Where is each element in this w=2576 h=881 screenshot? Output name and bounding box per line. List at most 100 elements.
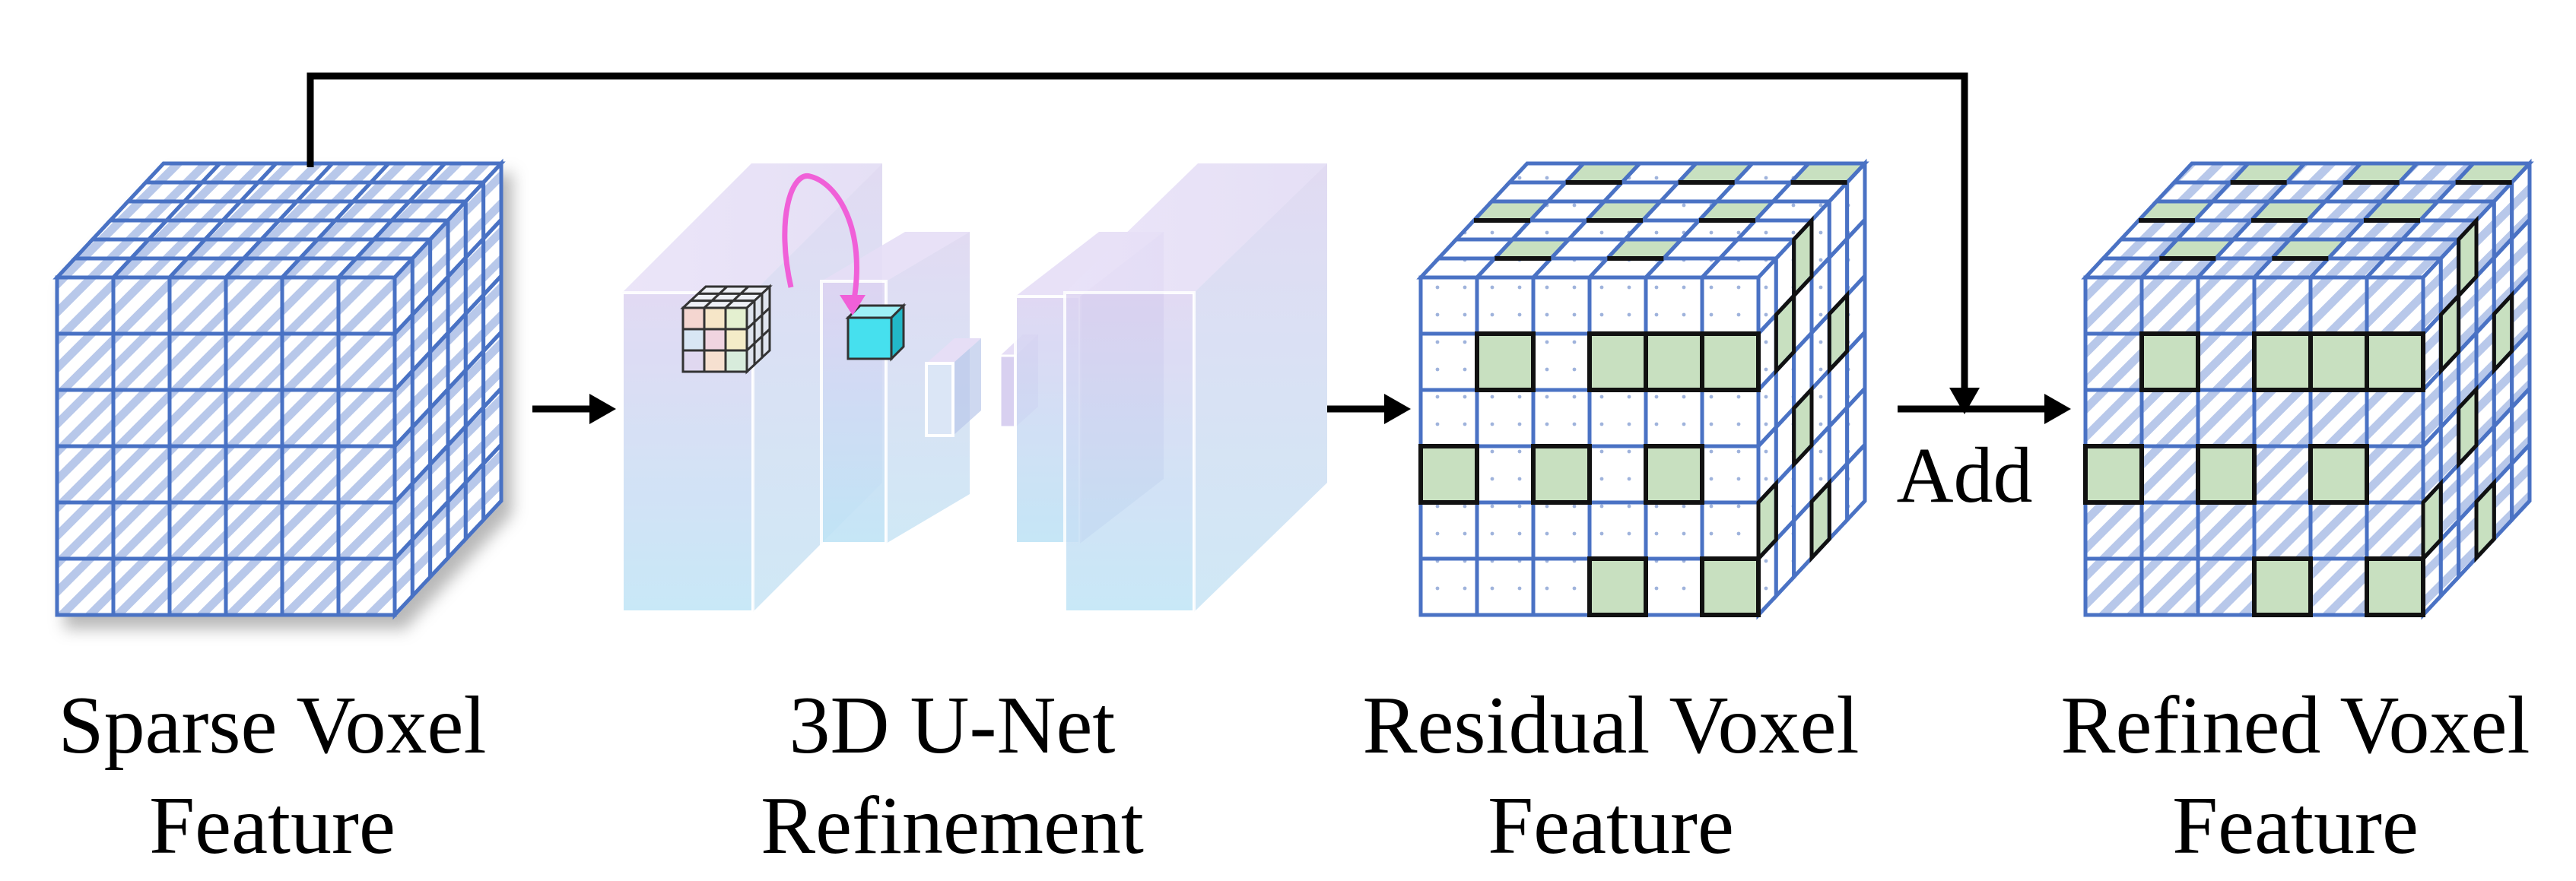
kernel-front-cell: [681, 328, 706, 352]
voxel-front-cell: [1700, 444, 1761, 505]
voxel-front-cell: [336, 275, 397, 336]
voxel-front-cell: [1531, 556, 1592, 617]
voxel-front-cell: [224, 556, 284, 617]
voxel-front-cell: [1531, 331, 1592, 392]
voxel-front-cell: [1587, 331, 1648, 392]
voxel-highlight-border: [1756, 478, 1778, 564]
voxel-front-cell: [1700, 275, 1761, 336]
kernel-front-cell: [703, 349, 727, 373]
voxel-front-cell: [1644, 275, 1704, 336]
voxel-front-cell: [2308, 275, 2369, 336]
voxel-highlight-border: [2421, 478, 2443, 564]
voxel-front-cell: [2083, 331, 2144, 392]
voxel-highlight-border: [2492, 290, 2514, 376]
voxel-front-cell: [55, 556, 116, 617]
voxel-front-cell: [55, 388, 116, 448]
voxel-front-cell: [167, 500, 228, 561]
sparse-voxel-cube: [52, 158, 506, 620]
voxel-front-cell: [55, 500, 116, 561]
voxel-highlight-border: [2474, 477, 2496, 563]
kernel-front-cell: [724, 306, 748, 331]
voxel-highlight-border: [2365, 556, 2425, 617]
arrow-residual-to-refined: [1898, 394, 2071, 424]
voxel-front-cell: [2083, 500, 2144, 561]
kernel-front-cell: [703, 306, 727, 331]
voxel-front-cell: [336, 444, 397, 505]
refined-voxel-cube: [2081, 158, 2534, 620]
voxel-front-cell: [2139, 444, 2200, 505]
voxel-front-cell: [2196, 388, 2257, 448]
voxel-highlight-border: [1587, 556, 1648, 617]
sparse-label-line2: Feature: [149, 781, 395, 871]
voxel-front-cell: [1475, 331, 1536, 392]
voxel-front-cell: [111, 500, 172, 561]
voxel-highlight-border: [1531, 444, 1592, 505]
voxel-highlight-border: [2438, 290, 2461, 376]
voxel-front-cell: [336, 331, 397, 392]
kernel-arrow: [782, 173, 859, 305]
voxel-front-cell: [55, 444, 116, 505]
voxel-highlight-border: [2083, 444, 2144, 505]
voxel-front-cell: [111, 556, 172, 617]
voxel-front-cell: [2139, 331, 2200, 392]
voxel-side-cell: [1845, 439, 1867, 525]
voxel-front-cell: [2365, 500, 2425, 561]
voxel-front-cell: [1700, 388, 1761, 448]
voxel-front-cell: [1587, 500, 1648, 561]
voxel-front-cell: [1418, 500, 1479, 561]
voxel-highlight-border: [2308, 444, 2369, 505]
voxel-front-cell: [167, 444, 228, 505]
voxel-front-cell: [2252, 331, 2313, 392]
kernel-front-cell: [681, 349, 706, 373]
voxel-front-cell: [1418, 331, 1479, 392]
voxel-front-cell: [1475, 444, 1536, 505]
unet-block: [621, 163, 1327, 613]
voxel-front-cell: [1475, 275, 1536, 336]
voxel-front-cell: [1418, 275, 1479, 336]
voxel-front-cell: [1475, 500, 1536, 561]
voxel-front-cell: [2365, 275, 2425, 336]
voxel-front-cell: [1475, 556, 1536, 617]
voxel-highlight-border: [1827, 290, 1850, 376]
voxel-front-cell: [2083, 275, 2144, 336]
voxel-front-cell: [1475, 388, 1536, 448]
voxel-front-cell: [1644, 331, 1704, 392]
voxel-front-cell: [167, 556, 228, 617]
voxel-front-cell: [280, 556, 341, 617]
voxel-front-cell: [2308, 331, 2369, 392]
voxel-front-cell: [1644, 444, 1704, 505]
voxel-front-cell: [2252, 556, 2313, 617]
voxel-front-cell: [167, 388, 228, 448]
voxel-front-cell: [55, 331, 116, 392]
voxel-highlight-border: [1774, 290, 1796, 376]
refined-label-line1: Refined Voxel: [2061, 680, 2530, 771]
voxel-front-cell: [2365, 388, 2425, 448]
voxel-front-cell: [2308, 500, 2369, 561]
kernel-front-cell: [681, 306, 706, 331]
voxel-highlight-border: [2457, 215, 2479, 301]
voxel-highlight-border: [2365, 331, 2425, 392]
add-label: Add: [1896, 432, 2032, 519]
voxel-highlight-border: [1475, 331, 1536, 392]
voxel-front-cell: [1700, 500, 1761, 561]
residual-label-line2: Feature: [1488, 781, 1734, 871]
kernel-arrow-head: [840, 295, 866, 315]
voxel-front-cell: [1418, 388, 1479, 448]
voxel-front-cell: [167, 331, 228, 392]
voxel-front-cell: [1531, 444, 1592, 505]
voxel-front-cell: [1644, 388, 1704, 448]
voxel-front-cell: [280, 444, 341, 505]
voxel-front-cell: [224, 331, 284, 392]
voxel-front-cell: [2252, 388, 2313, 448]
voxel-front-cell: [224, 388, 284, 448]
voxel-front-cell: [1531, 275, 1592, 336]
voxel-front-cell: [280, 500, 341, 561]
voxel-side-cell: [2510, 439, 2532, 525]
residual-voxel-cube: [1416, 158, 1869, 620]
voxel-highlight-border: [1700, 556, 1761, 617]
voxel-highlight-border: [2252, 556, 2313, 617]
voxel-front-cell: [2196, 275, 2257, 336]
voxel-highlight-border: [2139, 331, 2200, 392]
voxel-front-cell: [1587, 556, 1648, 617]
voxel-front-cell: [111, 444, 172, 505]
